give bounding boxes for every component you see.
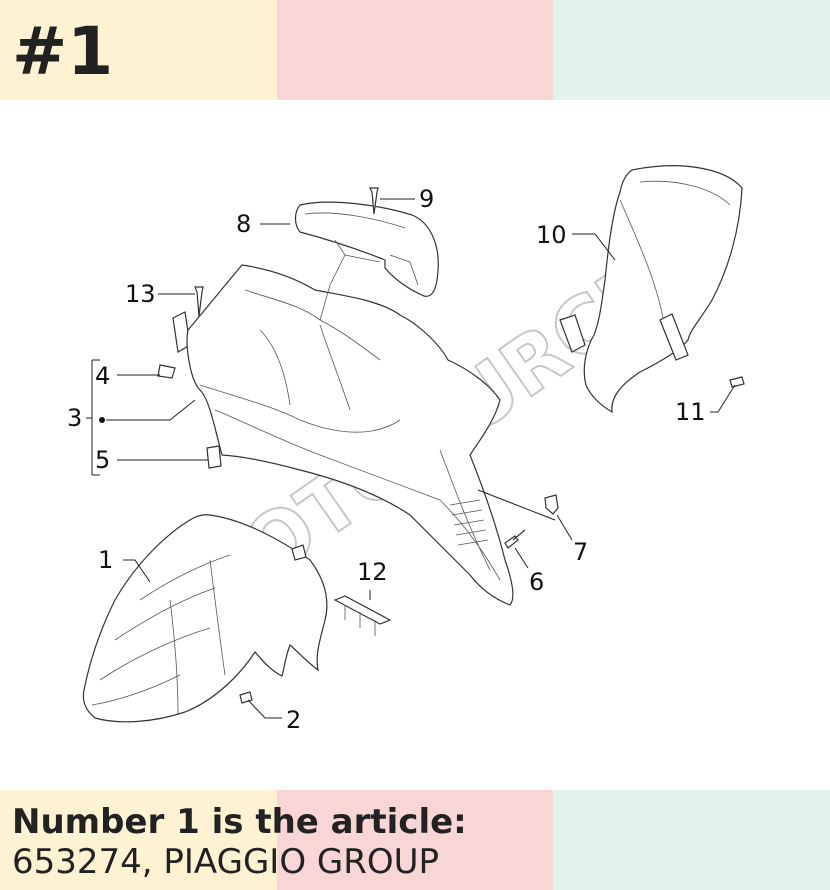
header-band-mint (553, 0, 830, 100)
part-11-screw (729, 376, 745, 388)
callout-13: 13 (125, 280, 156, 308)
part-8-cover (294, 201, 439, 297)
callout-9: 9 (419, 185, 434, 213)
leader-7b (477, 489, 556, 521)
footer-band-mint (553, 790, 830, 890)
leader-lines (86, 198, 736, 719)
leader-1 (123, 559, 151, 583)
callout-4: 4 (95, 362, 110, 390)
callout-10: 10 (536, 221, 567, 249)
article-caption: Number 1 is the article: (12, 802, 467, 842)
leader-2 (247, 699, 282, 719)
header-band-pink (276, 0, 554, 100)
footer-band-pink (276, 790, 554, 890)
leader-6 (514, 547, 529, 569)
callout-2: 2 (286, 706, 301, 734)
part-3-inner-body (157, 254, 514, 606)
callout-3-dot (99, 417, 105, 423)
leader-11 (710, 384, 736, 413)
footer-band-yellow (0, 790, 277, 890)
leader-10 (572, 233, 616, 261)
callout-3: 3 (67, 404, 82, 432)
callout-12: 12 (357, 558, 388, 586)
part-2-screw (239, 691, 253, 704)
part-9-screw (369, 187, 379, 215)
callout-7: 7 (573, 538, 588, 566)
footer-band (0, 790, 830, 890)
callout-labels: 1 2 3 4 5 6 7 8 9 10 11 12 13 (67, 185, 706, 734)
vent-grille (449, 499, 489, 546)
callout-6: 6 (529, 568, 544, 596)
callout-11: 11 (675, 398, 706, 426)
header-band (0, 0, 830, 100)
leader-7 (556, 514, 573, 541)
part-6-screw (504, 529, 526, 549)
part-5-nut (206, 445, 222, 469)
callout-1: 1 (98, 546, 113, 574)
callout-5: 5 (95, 446, 110, 474)
page-title: #1 (12, 13, 114, 90)
part-1-front-mudguard (82, 514, 328, 723)
leader-3-bracket (86, 359, 100, 476)
part-12-bracket (333, 595, 392, 636)
header-band-yellow (0, 0, 277, 100)
article-number: 653274, PIAGGIO GROUP (12, 842, 440, 882)
part-4-clip (157, 364, 176, 379)
callout-8: 8 (236, 210, 251, 238)
part-7-clip (544, 494, 559, 515)
part-10-splash-guard (559, 165, 743, 414)
leader-3-dot (106, 399, 196, 421)
parts-diagram: MOTODURCIA (67, 165, 745, 734)
